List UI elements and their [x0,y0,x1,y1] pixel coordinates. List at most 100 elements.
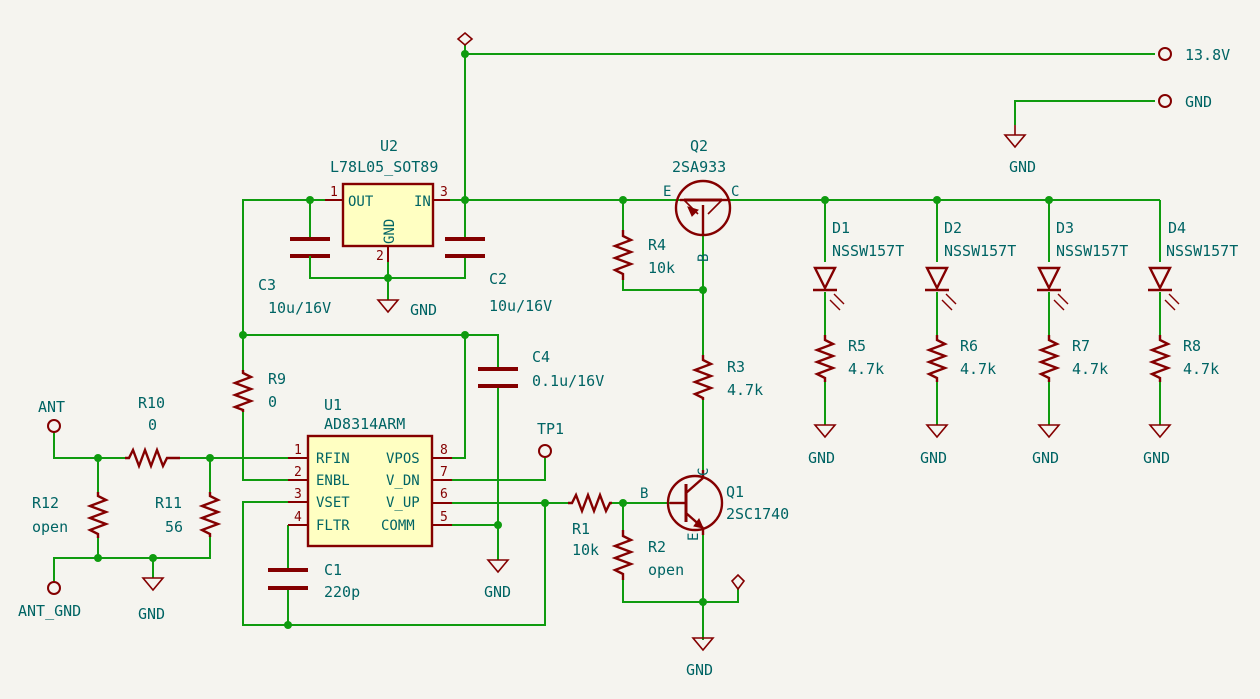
connector-13v8[interactable]: 13.8V [1158,46,1230,64]
resistor-r2[interactable]: R2 open [611,530,684,580]
svg-text:GND: GND [920,449,947,467]
test-point-tp1[interactable]: TP1 [537,420,564,458]
svg-text:NSSW157T: NSSW157T [944,242,1016,260]
svg-text:2SA933: 2SA933 [672,158,726,176]
svg-text:ANT_GND: ANT_GND [18,602,81,620]
svg-text:1: 1 [294,443,302,458]
capacitor-c4[interactable]: C4 0.1u/16V [478,348,604,390]
svg-text:R7: R7 [1072,337,1090,355]
svg-text:GND: GND [382,219,398,244]
svg-text:4.7k: 4.7k [848,360,884,378]
junction-dots [94,50,1053,629]
svg-text:GND: GND [1009,158,1036,176]
svg-text:56: 56 [165,518,183,536]
transistor-q2[interactable]: E C B Q2 2SA933 [663,137,739,262]
svg-text:AD8314ARM: AD8314ARM [324,415,405,433]
svg-text:6: 6 [440,487,448,502]
resistor-r1[interactable]: R1 10k [568,491,612,559]
svg-text:2SC1740: 2SC1740 [726,505,789,523]
svg-text:D1: D1 [832,219,850,237]
svg-text:FLTR: FLTR [316,518,350,534]
svg-text:R2: R2 [648,538,666,556]
svg-text:2: 2 [376,249,384,264]
led-d4[interactable]: D4 NSSW157T [1148,219,1238,311]
svg-text:L78L05_SOT89: L78L05_SOT89 [330,158,438,176]
svg-text:GND: GND [808,449,835,467]
resistor-r4[interactable]: R4 10k [611,230,675,280]
connector-ant-gnd[interactable]: ANT_GND [18,581,81,620]
svg-text:GND: GND [1143,449,1170,467]
svg-text:D4: D4 [1168,219,1186,237]
resistor-r11[interactable]: R11 56 [155,492,222,537]
svg-text:D3: D3 [1056,219,1074,237]
svg-text:R8: R8 [1183,337,1201,355]
svg-text:13.8V: 13.8V [1185,46,1230,64]
svg-text:7: 7 [440,465,448,480]
svg-text:TP1: TP1 [537,420,564,438]
svg-text:B: B [696,254,712,262]
svg-text:4.7k: 4.7k [727,381,763,399]
svg-text:GND: GND [138,605,165,623]
svg-text:C: C [731,184,739,200]
svg-text:R5: R5 [848,337,866,355]
svg-text:R6: R6 [960,337,978,355]
u2-regulator[interactable]: OUT IN GND 1 3 2 U2 L78L05_SOT89 [325,137,450,264]
connector-gnd[interactable]: GND [1158,93,1212,111]
resistor-r6[interactable]: R6 4.7k [925,335,996,382]
connector-ant[interactable]: ANT [38,398,65,433]
svg-text:Q2: Q2 [690,137,708,155]
svg-text:10u/16V: 10u/16V [489,297,552,315]
resistor-r5[interactable]: R5 4.7k [813,335,884,382]
resistor-r9[interactable]: R9 0 [231,370,286,412]
led-d2[interactable]: D2 NSSW157T [925,219,1016,311]
wires [53,44,1161,640]
svg-text:GND: GND [1032,449,1059,467]
svg-text:Q1: Q1 [726,483,744,501]
svg-text:3: 3 [440,185,448,200]
svg-text:U2: U2 [380,137,398,155]
svg-text:R3: R3 [727,358,745,376]
transistor-q1[interactable]: B C E Q1 2SC1740 [640,468,789,541]
svg-text:2: 2 [294,465,302,480]
resistor-r10[interactable]: R10 0 [125,394,180,470]
svg-text:4.7k: 4.7k [1072,360,1108,378]
svg-text:V_DN: V_DN [386,473,420,489]
svg-text:E: E [686,533,702,541]
svg-text:10k: 10k [648,259,675,277]
svg-text:3: 3 [294,487,302,502]
svg-text:1: 1 [330,185,338,200]
capacitor-c3[interactable]: C3 10u/16V [258,237,331,317]
svg-text:IN: IN [414,194,431,210]
gnd-symbols [141,125,1172,652]
resistor-r7[interactable]: R7 4.7k [1037,335,1108,382]
resistor-r8[interactable]: R8 4.7k [1148,335,1219,382]
svg-text:GND: GND [484,583,511,601]
led-d1[interactable]: D1 NSSW157T [813,219,904,311]
capacitor-c2[interactable]: C2 10u/16V [445,237,552,315]
resistor-r12[interactable]: R12 open [32,492,110,538]
svg-text:10u/16V: 10u/16V [268,299,331,317]
u1-detector-ic[interactable]: RFIN ENBL VSET FLTR VPOS V_DN V_UP COMM … [288,396,452,548]
svg-text:R9: R9 [268,370,286,388]
svg-text:GND: GND [1185,93,1212,111]
led-d3[interactable]: D3 NSSW157T [1037,219,1128,311]
svg-text:C3: C3 [258,276,276,294]
svg-text:B: B [640,486,648,502]
svg-text:0: 0 [268,393,277,411]
svg-text:C4: C4 [532,348,550,366]
power-flag-top [456,31,474,47]
svg-text:4.7k: 4.7k [1183,360,1219,378]
svg-text:VPOS: VPOS [386,451,420,467]
svg-text:open: open [648,561,684,579]
svg-text:4.7k: 4.7k [960,360,996,378]
svg-text:R10: R10 [138,394,165,412]
svg-text:8: 8 [440,443,448,458]
capacitor-c1[interactable]: C1 220p [268,561,360,601]
svg-text:NSSW157T: NSSW157T [1166,242,1238,260]
svg-text:ANT: ANT [38,398,65,416]
svg-text:C2: C2 [489,270,507,288]
svg-text:0: 0 [148,416,157,434]
resistor-r3[interactable]: R3 4.7k [691,355,763,400]
svg-text:GND: GND [410,301,437,319]
